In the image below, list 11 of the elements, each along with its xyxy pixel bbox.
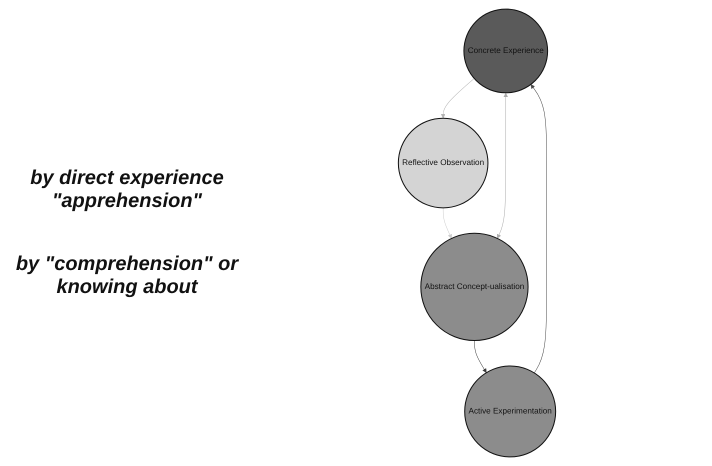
node-circle: Active Experimentation — [464, 365, 556, 458]
annotation-text: by "comprehension" or knowing about — [14, 253, 240, 299]
node-circle: Reflective Observation — [398, 118, 488, 208]
node-circle: Concrete Experience — [463, 8, 548, 94]
arrow — [474, 340, 487, 373]
arrow — [497, 92, 508, 239]
annotation-text: by direct experience "apprehension" — [29, 167, 225, 213]
arrow — [442, 208, 452, 239]
node-circle: Abstract Concept-ualisation — [420, 232, 529, 342]
arrow — [440, 78, 474, 118]
arrow — [530, 84, 547, 374]
